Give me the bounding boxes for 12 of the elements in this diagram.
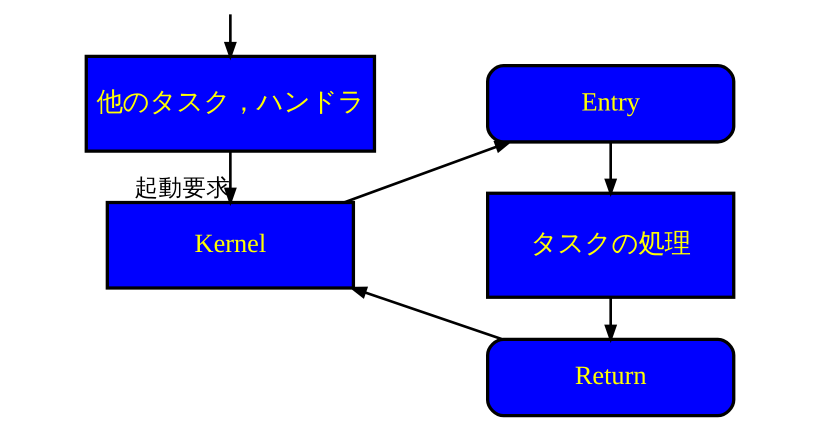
- node-box: タスクの処理: [486, 192, 736, 299]
- arrow: [604, 297, 618, 344]
- edge-label: 起動要求: [134, 175, 230, 202]
- arrow: [224, 14, 237, 60]
- arrow: [344, 140, 513, 204]
- node-box: Kernel: [106, 200, 356, 290]
- arrow: [604, 142, 618, 198]
- node-box: 他のタスク，ハンドラ: [84, 54, 376, 153]
- node-box: Return: [486, 338, 736, 418]
- arrow: [224, 151, 237, 206]
- arrow: [348, 286, 503, 340]
- node-box: Entry: [486, 64, 736, 144]
